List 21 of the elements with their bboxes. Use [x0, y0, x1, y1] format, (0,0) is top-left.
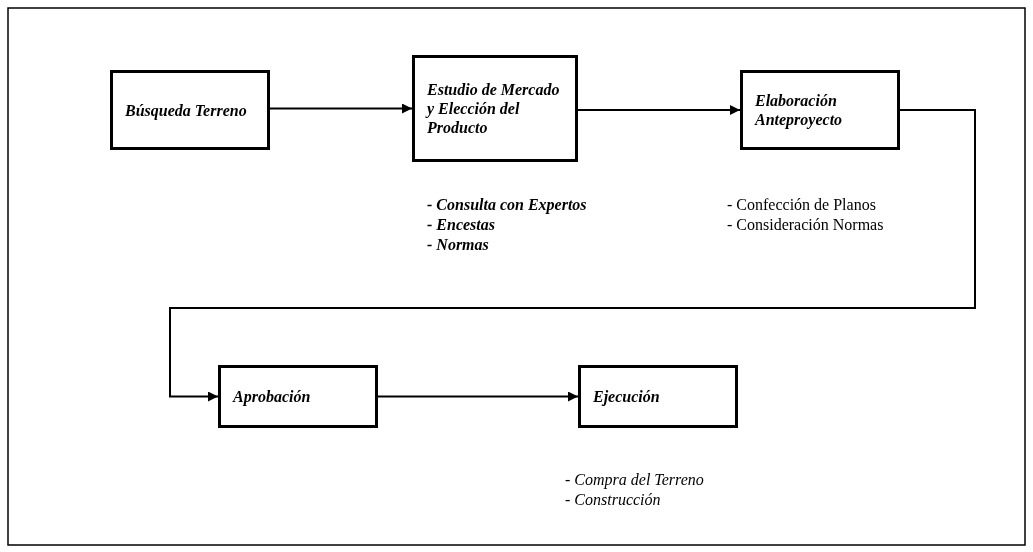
bullet-note: - Construcción: [565, 490, 662, 510]
box-label: Elaboración Anteproyecto: [755, 91, 844, 129]
box-label: Ejecución: [593, 387, 660, 406]
bullet-note: - Compra del Terreno: [565, 470, 704, 490]
arrow: [577, 105, 741, 115]
bullet-note: - Consulta con Expertos: [427, 195, 587, 215]
bullet-note: - Normas: [427, 235, 490, 255]
process-box: [578, 365, 738, 428]
process-box: [740, 70, 900, 150]
arrow: [169, 109, 976, 402]
box-label: Búsqueda Terreno: [125, 100, 247, 120]
process-box: [110, 70, 270, 150]
bullet-note: - Consideración Normas: [727, 215, 884, 235]
box-label: Aprobación: [233, 387, 311, 406]
arrow: [269, 103, 413, 114]
process-box: [218, 365, 378, 428]
box-label: Estudio de Mercado y Elección del Producto: [427, 80, 561, 137]
bullet-note: - Confección de Planos: [727, 195, 877, 215]
arrow: [377, 391, 579, 402]
bullet-note: - Encestas: [427, 215, 496, 235]
process-box: [412, 55, 578, 162]
